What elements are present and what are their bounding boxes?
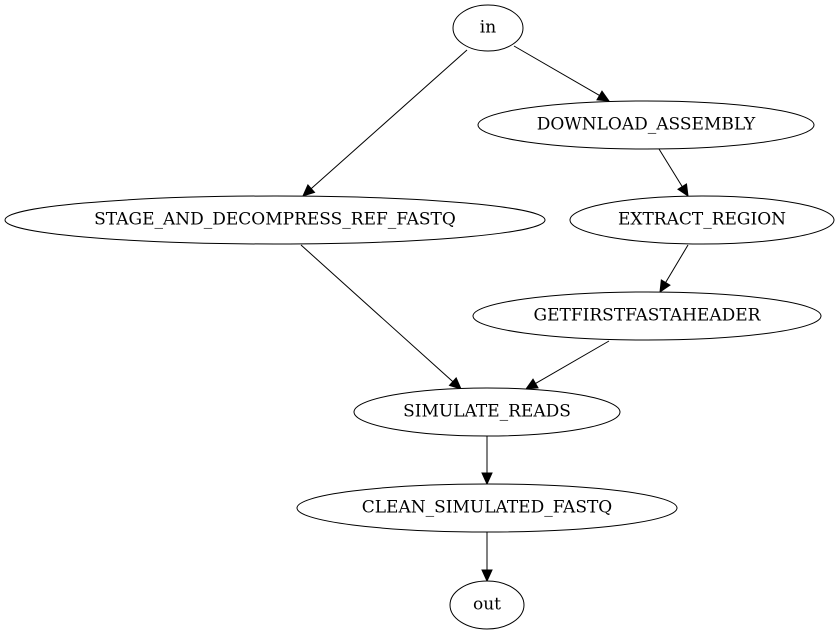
node-simulate-reads: SIMULATE_READS [353, 387, 621, 437]
edge-extract-region-to-getfirstfastaheader [659, 244, 689, 294]
node-stage-and-decompress-ref-fastq: STAGE_AND_DECOMPRESS_REF_FASTQ [4, 195, 546, 245]
edges-layer [300, 45, 689, 583]
arrowhead-icon [302, 184, 316, 197]
node-in-shape [452, 4, 524, 52]
node-stage-and-decompress-ref-fastq-label: STAGE_AND_DECOMPRESS_REF_FASTQ [94, 210, 456, 230]
node-extract-region-shape [569, 195, 835, 245]
node-getfirstfastaheader-shape [472, 291, 822, 341]
edge-download-assembly-to-extract-region [658, 148, 689, 198]
node-simulate-reads-shape [353, 387, 621, 437]
node-in: in [452, 4, 524, 52]
node-simulate-reads-label: SIMULATE_READS [403, 402, 571, 422]
node-out-shape [449, 580, 525, 630]
node-out: out [449, 580, 525, 630]
edge-line [665, 244, 689, 283]
arrowhead-icon [659, 279, 671, 294]
node-out-label: out [473, 595, 501, 615]
node-extract-region-label: EXTRACT_REGION [618, 210, 786, 230]
node-clean-simulated-fastq-shape [296, 483, 678, 533]
arrowhead-icon [481, 569, 493, 583]
arrowhead-icon [448, 377, 462, 390]
node-stage-and-decompress-ref-fastq-shape [4, 195, 546, 245]
node-download-assembly: DOWNLOAD_ASSEMBLY [477, 100, 815, 150]
edge-line [658, 148, 683, 187]
edge-in-to-download-assembly [513, 45, 611, 102]
node-getfirstfastaheader: GETFIRSTFASTAHEADER [472, 291, 822, 341]
edge-clean-simulated-fastq-to-out [481, 532, 493, 583]
edge-simulate-reads-to-clean-simulated-fastq [481, 436, 493, 486]
edge-line [310, 49, 468, 190]
node-clean-simulated-fastq-label: CLEAN_SIMULATED_FASTQ [362, 498, 612, 518]
node-getfirstfastaheader-label: GETFIRSTFASTAHEADER [534, 306, 762, 326]
arrowhead-icon [677, 183, 689, 198]
node-extract-region: EXTRACT_REGION [569, 195, 835, 245]
arrowhead-icon [596, 90, 611, 102]
arrowhead-icon [481, 472, 493, 486]
edge-line [513, 45, 600, 96]
edge-line [300, 244, 454, 383]
node-download-assembly-shape [477, 100, 815, 150]
arrowhead-icon [524, 378, 539, 390]
edge-in-to-stage-and-decompress [302, 49, 468, 197]
edge-getfirstfastaheader-to-simulate-reads [524, 340, 610, 390]
node-clean-simulated-fastq: CLEAN_SIMULATED_FASTQ [296, 483, 678, 533]
node-in-label: in [480, 18, 496, 38]
node-download-assembly-label: DOWNLOAD_ASSEMBLY [537, 115, 756, 135]
edge-line [535, 340, 610, 384]
edge-stage-and-decompress-to-simulate-reads [300, 244, 462, 390]
